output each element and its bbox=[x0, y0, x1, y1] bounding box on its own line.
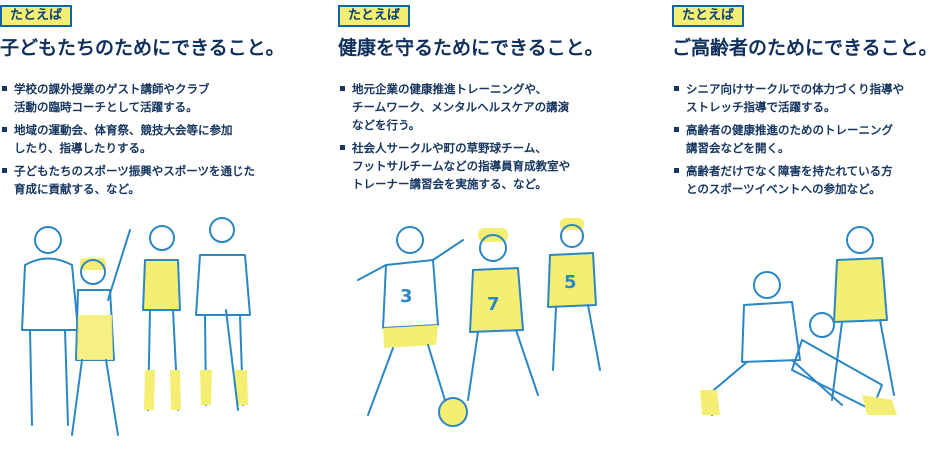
list-item: 高齢者の健康推進のためのトレーニング 講習会などを開く。 bbox=[672, 121, 904, 157]
example-tag: たとえば bbox=[0, 5, 73, 27]
example-list: 学校の課外授業のゲスト講師やクラブ 活動の臨時コーチとして活躍する。 地域の運動… bbox=[0, 80, 255, 203]
list-item: 地元企業の健康推進トレーニングや、 チームワーク、メンタルヘルスケアの講演 など… bbox=[338, 80, 570, 134]
list-item: 高齢者だけでなく障害を持たれている方 とのスポーツイベントへの参加など。 bbox=[672, 162, 904, 198]
jersey-number: 3 bbox=[400, 286, 413, 307]
example-tag: たとえば bbox=[338, 5, 411, 27]
list-item: シニア向けサークルでの体力づくり指導や ストレッチ指導で活躍する。 bbox=[672, 80, 904, 116]
section-title: 健康を守るためにできること。 bbox=[338, 37, 604, 59]
column-children: たとえば 子どもたちのためにできること。 学校の課外授業のゲスト講師やクラブ 活… bbox=[0, 0, 300, 449]
example-list: 地元企業の健康推進トレーニングや、 チームワーク、メンタルヘルスケアの講演 など… bbox=[338, 80, 570, 198]
example-list: シニア向けサークルでの体力づくり指導や ストレッチ指導で活躍する。 高齢者の健康… bbox=[672, 80, 904, 203]
list-item: 学校の課外授業のゲスト講師やクラブ 活動の臨時コーチとして活躍する。 bbox=[0, 80, 255, 116]
section-title: 子どもたちのためにできること。 bbox=[0, 37, 285, 59]
soccer-players-illustration: 3 7 5 bbox=[357, 218, 601, 427]
list-item: 地域の運動会、体育祭、競技大会等に参加 したり、指導したりする。 bbox=[0, 121, 255, 157]
jersey-number: 7 bbox=[487, 294, 500, 315]
column-seniors: たとえば ご高齢者のためにできること。 シニア向けサークルでの体力づくり指導や … bbox=[672, 0, 950, 449]
jersey-number: 5 bbox=[564, 272, 577, 293]
seniors-stretching-illustration bbox=[700, 226, 897, 416]
column-health: たとえば 健康を守るためにできること。 地元企業の健康推進トレーニングや、 チー… bbox=[338, 0, 638, 449]
example-tag: たとえば bbox=[672, 5, 745, 27]
list-item: 社会人サークルや町の草野球チーム、 フットサルチームなどの指導員育成教室や トレ… bbox=[338, 139, 570, 193]
list-item: 子どもたちのスポーツ振興やスポーツを通じた 育成に貢献する、など。 bbox=[0, 162, 255, 198]
section-title: ご高齢者のためにできること。 bbox=[672, 37, 938, 59]
baseball-players-illustration bbox=[21, 217, 251, 436]
